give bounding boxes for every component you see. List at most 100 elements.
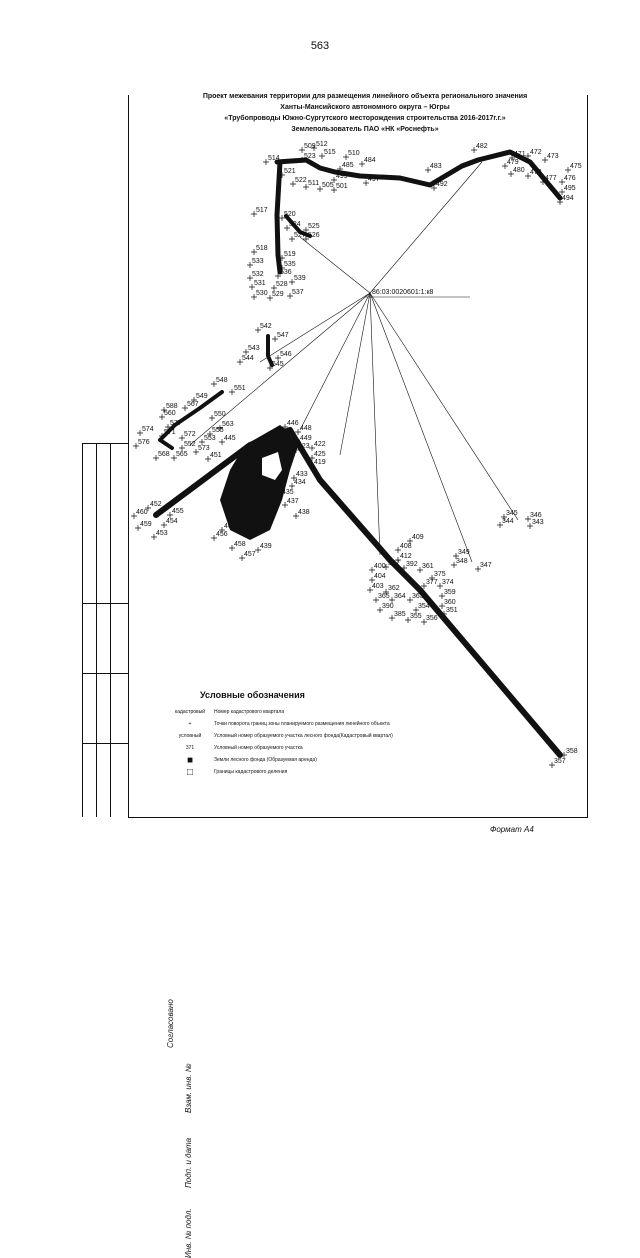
turning-point-546: 546 [275,351,292,361]
turning-point-519: 519 [279,251,296,261]
turning-point-521: 521 [279,168,296,178]
turning-point-label: 548 [216,377,228,384]
turning-point-label: 537 [292,289,304,296]
turning-point-label: 532 [252,271,264,278]
sign-date-label: Подп. и дата [184,1137,193,1188]
legend-symbol: □ [186,766,194,778]
turning-point-marker [167,512,173,518]
turning-point-label: 457 [244,551,256,558]
turning-point-351: 351 [441,607,458,617]
turning-point-label: 438 [298,509,310,516]
turning-point-531: 531 [249,280,266,290]
turning-point-label: 515 [324,149,336,156]
turning-point-label: 397 [388,560,400,567]
turning-point-377: 377 [421,579,438,589]
legend-text: Номер кадастрового квартала [214,709,285,715]
turning-point-347: 347 [475,562,492,572]
turning-point-marker [363,180,369,186]
turning-point-514: 514 [263,155,280,165]
turning-point-522: 522 [290,177,307,187]
turning-point-marker [373,597,379,603]
turning-point-marker [159,414,165,420]
turning-point-label: 390 [382,603,394,610]
turning-point-marker [161,407,167,413]
turning-point-482: 482 [471,143,488,153]
turning-point-364: 364 [389,593,406,603]
legend-text: Точки поворота границ зоны планируемого … [214,721,390,727]
format-label: Формат А4 [490,825,534,834]
turning-point-label: 355 [410,613,422,620]
turning-point-marker [145,505,151,511]
turning-point-label: 511 [308,180,319,187]
table-border [96,443,97,817]
turning-point-label: 494 [562,195,574,202]
legend-item: условный Условный номер образуемого учас… [170,730,430,742]
turning-point-label: 363 [412,593,424,600]
turning-point-505: 505 [317,182,334,192]
turning-point-544: 544 [237,355,254,365]
turning-point-535: 535 [279,261,296,271]
turning-point-marker [267,295,273,301]
turning-point-547: 547 [272,332,289,342]
table-border [82,603,128,604]
turning-point-label: 392 [406,561,418,568]
turning-point-label: 404 [374,573,386,580]
turning-point-marker [282,502,288,508]
turning-point-marker [284,225,290,231]
turning-point-label: 445 [224,435,236,442]
turning-point-label: 517 [256,207,268,214]
turning-point-573: 573 [193,445,210,455]
turning-point-marker [369,567,375,573]
turning-point-label: 452 [150,501,162,508]
turning-point-marker [165,424,171,430]
turning-point-marker [271,285,277,291]
turning-point-marker [249,284,255,290]
turning-point-label: 345 [506,510,518,517]
turning-point-label: 510 [348,150,360,157]
legend-text: Условный номер образуемого участка лесно… [214,733,393,739]
turning-point-label: 476 [564,175,576,182]
turning-point-label: 576 [138,439,150,446]
turning-point-495: 495 [559,185,576,195]
turning-point-label: 550 [214,411,226,418]
turning-point-label: 553 [204,435,216,442]
turning-point-label: 422 [314,441,326,448]
turning-point-354: 354 [413,603,430,613]
turning-point-marker [135,525,141,531]
turning-point-marker [299,157,305,163]
turning-point-label: 512 [316,141,328,148]
radial-line [259,292,371,363]
turning-point-marker [497,522,503,528]
turning-point-label: 471 [514,151,526,158]
turning-point-576: 576 [133,439,150,449]
turning-point-marker [251,294,257,300]
turning-point-533: 533 [247,258,264,268]
turning-point-label: 346 [530,512,542,519]
turning-point-label: 451 [210,452,222,459]
turning-point-label: 536 [280,269,292,276]
turning-point-537: 537 [287,289,304,299]
turning-point-label: 521 [284,168,296,175]
turning-point-label: 574 [142,426,154,433]
turning-point-marker [525,173,531,179]
turning-point-362: 362 [383,585,400,595]
turning-point-359: 359 [439,589,456,599]
turning-point-marker [377,607,383,613]
turning-point-548: 548 [211,377,228,387]
radial-line [369,292,381,556]
turning-point-label: 495 [564,185,576,192]
turning-point-marker [401,565,407,571]
turning-point-560: 560 [159,410,176,420]
turning-point-label: 385 [394,611,406,618]
turning-point-marker [279,172,285,178]
turning-point-marker [153,455,159,461]
turning-point-label: 456 [216,531,228,538]
turning-point-label: 349 [458,549,470,556]
turning-point-marker [275,273,281,279]
turning-point-label: 412 [400,553,412,560]
turning-point-marker [431,185,437,191]
turning-point-marker [343,154,349,160]
turning-point-marker [417,567,423,573]
turning-point-label: 505 [322,182,334,189]
